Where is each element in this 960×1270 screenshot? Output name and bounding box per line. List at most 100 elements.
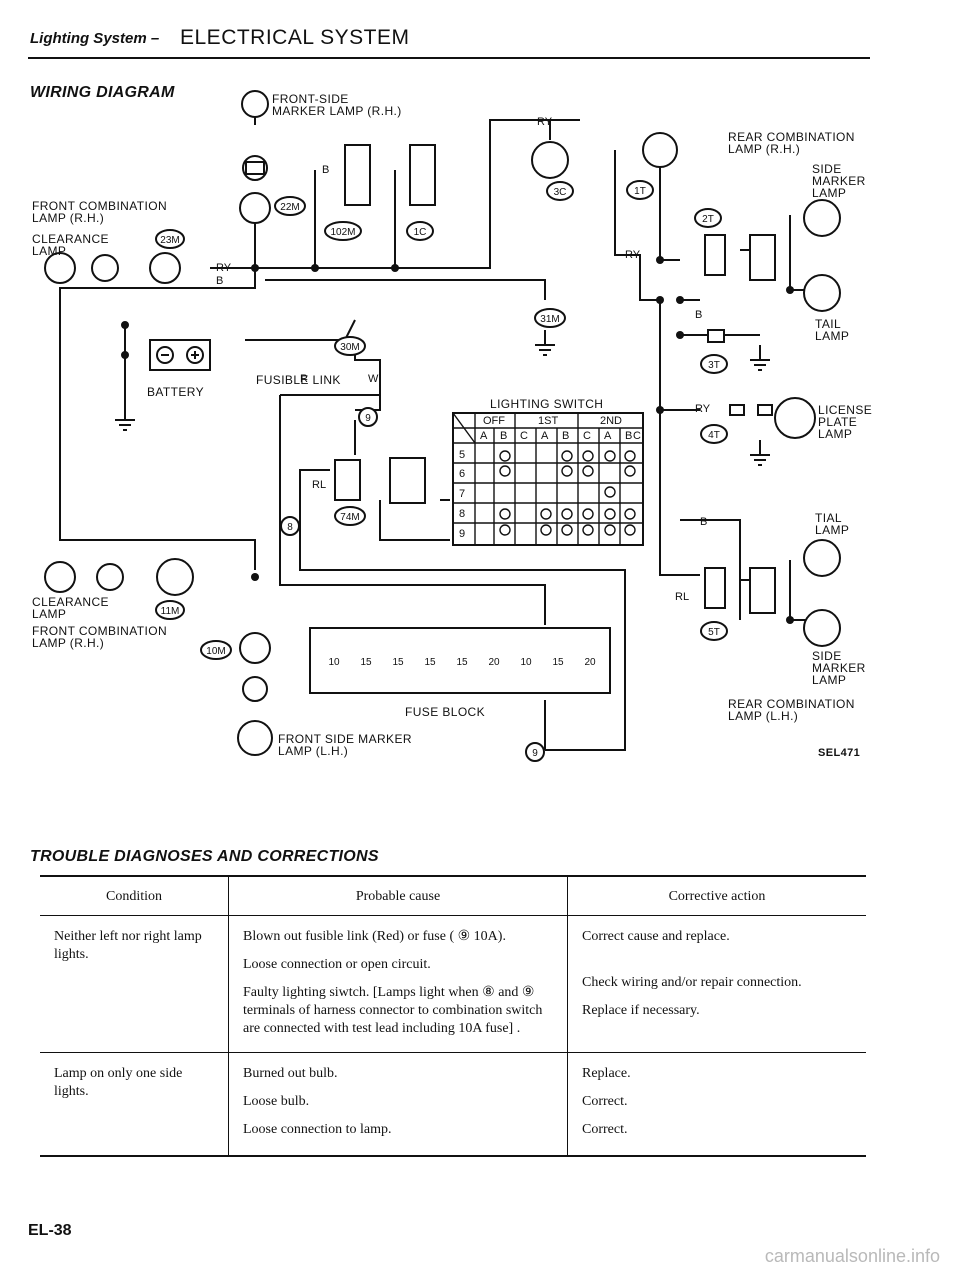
page-number: EL-38 — [28, 1222, 72, 1239]
cause-line: Loose bulb. — [243, 1094, 310, 1109]
switch-col: B — [500, 430, 507, 442]
cause-line: Burned out bulb. — [243, 1066, 338, 1081]
connector-bubbles: 22M 23M 102M 1C 3C 1T 2T 31M 30M 3T 4T 7… — [155, 180, 728, 762]
trouble-title: TROUBLE DIAGNOSES AND CORRECTIONS — [30, 848, 379, 865]
action-line: Replace if necessary. — [582, 1003, 700, 1018]
wire-code: W — [368, 373, 379, 385]
fuse-block — [309, 627, 611, 694]
fuse-value: 15 — [456, 657, 468, 668]
switch-row: 5 — [459, 449, 465, 461]
switch-row: 6 — [459, 468, 465, 480]
bubble-text: 10M — [206, 646, 225, 657]
table-row: Lamp on only one side lights. Burned out… — [40, 1052, 866, 1157]
action-cell: Correct cause and replace. Check wiring … — [567, 915, 866, 1053]
switch-col: B — [625, 430, 632, 442]
label-fusible-link: FUSIBLE LINK — [256, 373, 341, 387]
label-front-side-marker-lh: FRONT SIDE MARKER LAMP (L.H.) — [278, 732, 412, 758]
wire-code: B — [700, 516, 707, 528]
label-front-combination-rh: FRONT COMBINATION LAMP (R.H.) — [32, 199, 168, 225]
wire-code: RL — [675, 591, 689, 603]
rear-combination-lamps — [704, 199, 841, 647]
header-rule — [28, 57, 870, 59]
battery — [115, 339, 211, 431]
condition-cell: Neither left nor right lamp lights. — [40, 915, 229, 1053]
wire-code: R — [300, 373, 308, 385]
fuse-value: 15 — [392, 657, 404, 668]
rear-connector-3c — [531, 132, 678, 179]
ground-symbols — [535, 330, 770, 466]
switch-col: A — [480, 430, 488, 442]
bubble-text: 4T — [708, 430, 720, 441]
label-side-marker-upper: SIDE MARKER LAMP — [812, 162, 866, 200]
bubble-text: 74M — [340, 512, 359, 523]
connector-102m — [344, 144, 436, 206]
table-row: Neither left nor right lamp lights. Blow… — [40, 915, 866, 1053]
switch-col: C — [583, 430, 591, 442]
wire-code: B — [695, 309, 702, 321]
front-side-marker-rh — [241, 90, 269, 181]
col-corrective-action: Corrective action — [567, 875, 866, 916]
label-rear-combination-lh: REAR COMBINATION LAMP (L.H.) — [728, 697, 855, 723]
fuse-values: 10 15 15 15 15 20 10 15 20 — [328, 657, 596, 668]
cause-line: Loose connection to lamp. — [243, 1122, 392, 1137]
wire-code: RY — [695, 403, 711, 415]
switch-pos: 2ND — [600, 415, 622, 427]
label-tail-lamp: TAIL LAMP — [815, 317, 850, 343]
col-condition: Condition — [40, 875, 229, 916]
bubble-text: 1C — [414, 227, 427, 238]
wire-code: RY — [216, 262, 232, 274]
action-line: Correct cause and replace. — [582, 929, 730, 944]
fuse-value: 15 — [424, 657, 436, 668]
front-combination-rh — [44, 192, 271, 284]
section-title: Lighting System – — [30, 30, 160, 47]
switch-contacts — [499, 450, 636, 536]
cause-cell: Blown out fusible link (Red) or fuse ( ⑨… — [228, 915, 568, 1053]
lighting-switch-table — [452, 412, 644, 546]
bubble-text: 5T — [708, 627, 720, 638]
bubble-text: 8 — [287, 522, 293, 533]
junction-dots — [121, 256, 794, 624]
switch-row: 9 — [459, 528, 465, 540]
bubble-text: 9 — [532, 748, 538, 759]
label-clearance-lamp: CLEARANCE LAMP — [32, 232, 109, 258]
watermark: carmanualsonline.info — [764, 1246, 940, 1266]
label-clearance-lamp-lower: CLEARANCE LAMP — [32, 595, 109, 621]
label-license-plate-lamp: LICENSE PLATE LAMP — [818, 403, 873, 441]
bubble-text: 102M — [330, 227, 355, 238]
front-combination-lh — [44, 558, 273, 756]
trouble-table: Condition Probable cause Corrective acti… — [40, 875, 866, 1157]
label-front-side-marker-rh: FRONT-SIDE MARKER LAMP (R.H.) — [272, 92, 402, 118]
wiring-diagram: 22M 23M 102M 1C 3C 1T 2T 31M 30M 3T 4T 7… — [44, 90, 841, 762]
label-rear-combination-rh: REAR COMBINATION LAMP (R.H.) — [728, 130, 855, 156]
bubble-text: 31M — [540, 314, 559, 325]
switch-pos: OFF — [483, 415, 505, 427]
bubble-text: 9 — [365, 413, 371, 424]
switch-pos: 1ST — [538, 415, 558, 427]
label-lighting-switch: LIGHTING SWITCH — [490, 397, 604, 411]
wire-code: B — [216, 275, 223, 287]
action-line: Correct. — [582, 1094, 628, 1109]
license-plate-lamp — [707, 329, 816, 439]
condition-cell: Lamp on only one side lights. — [40, 1052, 229, 1157]
label-battery: BATTERY — [147, 385, 205, 399]
switch-row: 7 — [459, 488, 465, 500]
wiring-diagram-title: WIRING DIAGRAM — [30, 84, 175, 101]
switch-col: B — [562, 430, 569, 442]
bubble-text: 11M — [161, 606, 180, 617]
label-side-marker-lower: SIDE MARKER LAMP — [812, 649, 866, 687]
bubble-text: 1T — [634, 186, 646, 197]
col-probable-cause: Probable cause — [228, 875, 568, 916]
bubble-text: 3T — [708, 360, 720, 371]
switch-col: C — [520, 430, 528, 442]
switch-col: A — [604, 430, 612, 442]
combination-switch-connector — [334, 457, 426, 504]
label-tial-lamp: TIAL LAMP — [815, 511, 850, 537]
cause-line: Blown out fusible link (Red) or fuse ( ⑨… — [243, 929, 506, 944]
fuse-value: 15 — [360, 657, 372, 668]
action-line: Check wiring and/or repair connection. — [582, 975, 802, 990]
wire-code: B — [322, 164, 329, 176]
bubble-text: 2T — [702, 214, 714, 225]
bubble-text: 3C — [554, 187, 567, 198]
cause-cell: Burned out bulb. Loose bulb. Loose conne… — [228, 1052, 568, 1157]
table-header-row: Condition Probable cause Corrective acti… — [40, 875, 866, 916]
